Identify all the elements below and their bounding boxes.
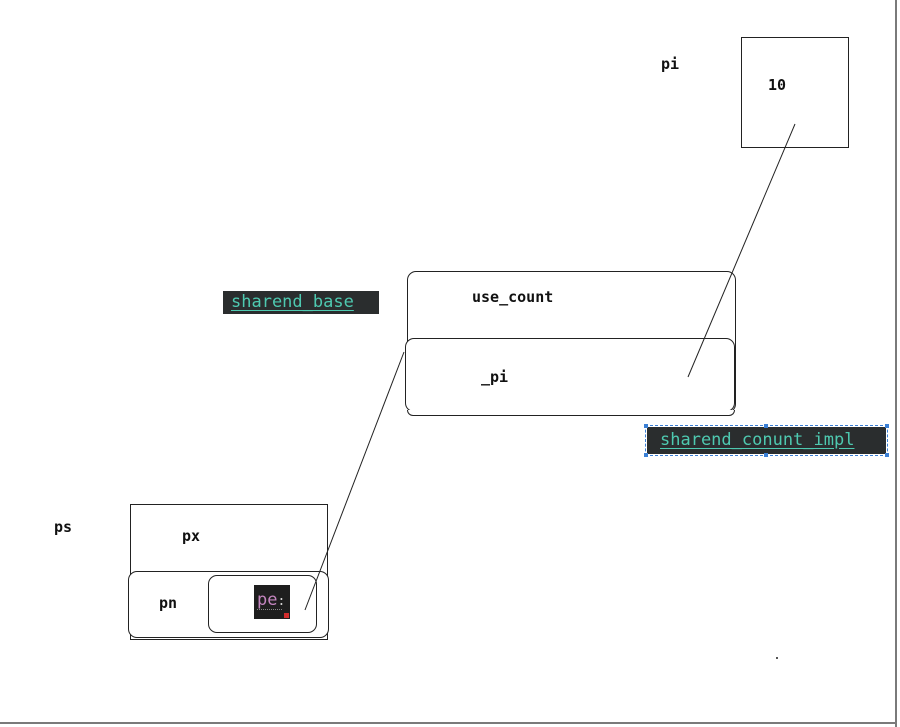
pe-underline [257, 609, 282, 610]
selection-handle[interactable] [644, 453, 648, 457]
object-bottom-edge [407, 410, 735, 416]
pi-field-label: _pi [481, 368, 509, 386]
pi-label: pi [661, 55, 680, 73]
pe-text: pe [257, 590, 278, 610]
ps-label: ps [54, 518, 73, 536]
pi-value: 10 [768, 76, 787, 94]
pi-field-box [405, 338, 735, 412]
error-marker-icon [284, 613, 289, 618]
selection-handle[interactable] [885, 424, 889, 428]
selection-handle[interactable] [764, 424, 768, 428]
px-label: px [182, 527, 201, 545]
selection-handle[interactable] [764, 453, 768, 457]
selection-handle[interactable] [644, 424, 648, 428]
use-count-label: use_count [472, 288, 554, 306]
pe-chip: pe: [254, 585, 290, 619]
sharend-base-text: sharend_base [231, 292, 354, 312]
sharend-base-tag: sharend_base [223, 291, 379, 314]
sharend-conunt-impl-text: sharend_conunt_impl [660, 430, 855, 450]
pi-value-box [741, 37, 849, 148]
pn-label: pn [159, 594, 178, 612]
stray-dot [776, 657, 778, 659]
selection-handle[interactable] [885, 453, 889, 457]
frame-right-border [895, 0, 897, 727]
sharend-conunt-impl-tag[interactable]: sharend_conunt_impl [645, 425, 888, 456]
frame-bottom-border [0, 722, 897, 724]
